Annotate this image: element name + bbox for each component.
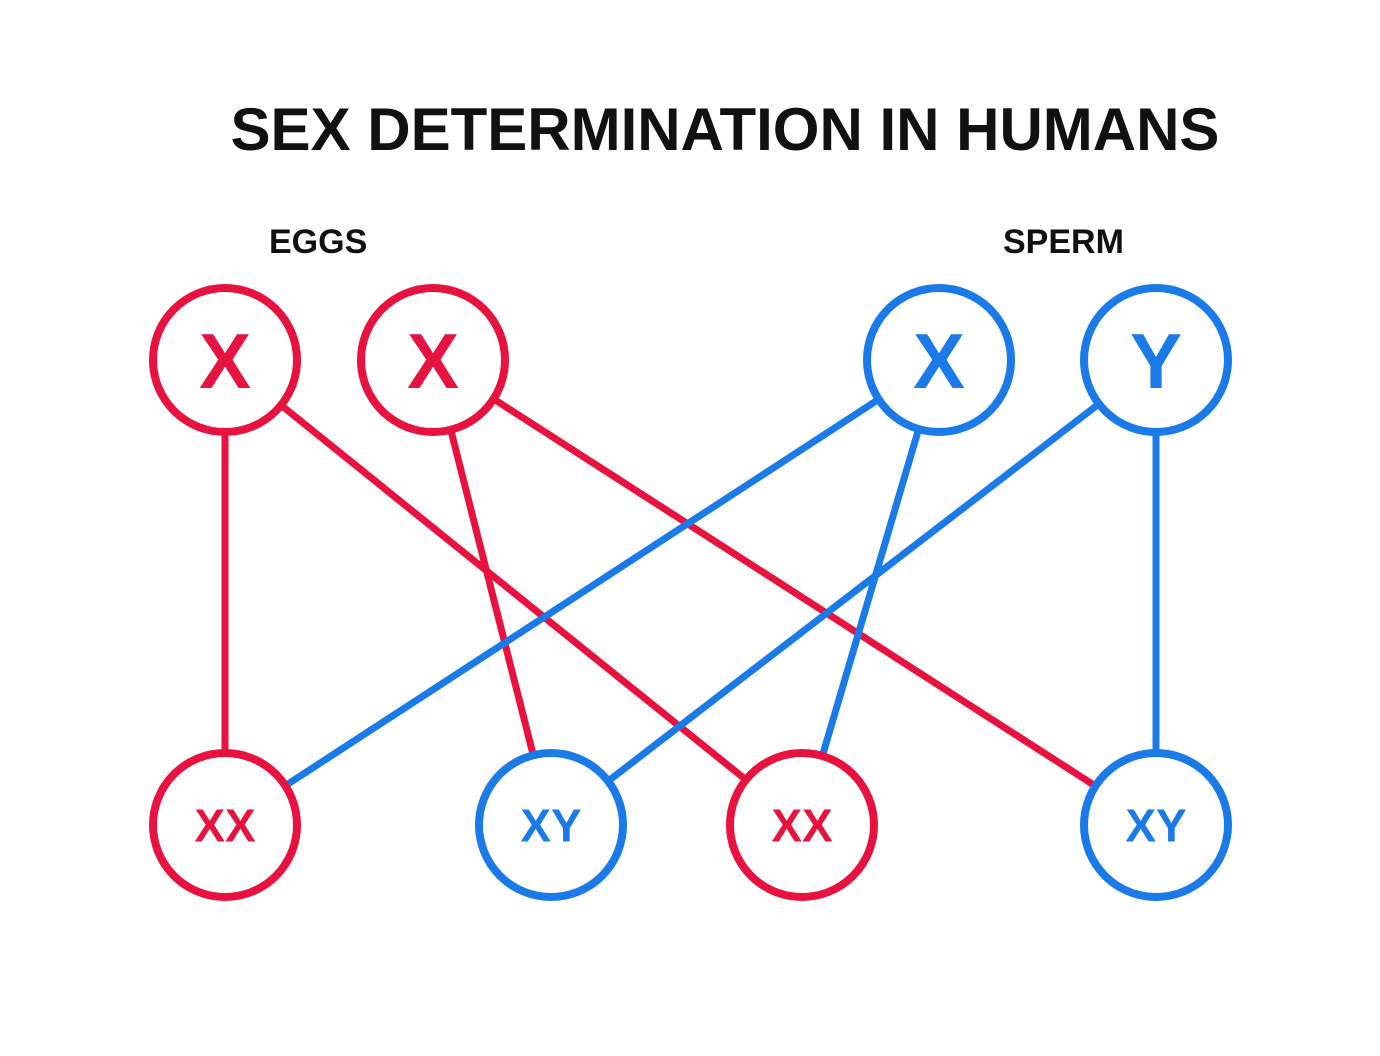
link-sperm-x-to-child-3 [818, 428, 923, 757]
links-layer [221, 396, 1160, 789]
offspring-child-4: XY [1080, 749, 1232, 901]
sperm-label: SPERM [1003, 223, 1124, 261]
gamete-sperm-y: Y [1080, 284, 1232, 436]
gamete-egg-1: X [149, 284, 301, 436]
offspring-label: XY [520, 800, 581, 852]
offspring-label: XY [1125, 800, 1186, 852]
gamete-circle [863, 284, 1015, 436]
offspring-circle [1080, 749, 1232, 901]
gamete-label: Y [1130, 317, 1182, 405]
diagram-title: SEX DETERMINATION IN HUMANS [230, 96, 1220, 163]
gamete-egg-2: X [357, 284, 509, 436]
offspring-circle [149, 749, 301, 901]
gamete-label: X [913, 317, 965, 405]
gamete-circle [149, 284, 301, 436]
link-egg-2-to-child-2 [447, 428, 537, 757]
gamete-circle [1080, 284, 1232, 436]
link-egg-1-to-child-3 [278, 402, 749, 783]
offspring-child-3: XX [726, 749, 878, 901]
eggs-label: EGGS [269, 223, 368, 261]
link-egg-2-to-child-4 [491, 396, 1098, 789]
offspring-child-2: XY [475, 749, 627, 901]
offspring-circle [475, 749, 627, 901]
offspring-circle [726, 749, 878, 901]
offspring-label: XX [194, 800, 256, 852]
gamete-sperm-x: X [863, 284, 1015, 436]
offspring-child-1: XX [149, 749, 301, 901]
gamete-label: X [407, 317, 459, 405]
gamete-circle [357, 284, 509, 436]
gamete-label: X [199, 317, 251, 405]
link-sperm-y-to-child-2 [605, 401, 1102, 784]
offspring-label: XX [771, 800, 833, 852]
link-sperm-x-to-child-1 [283, 396, 881, 789]
